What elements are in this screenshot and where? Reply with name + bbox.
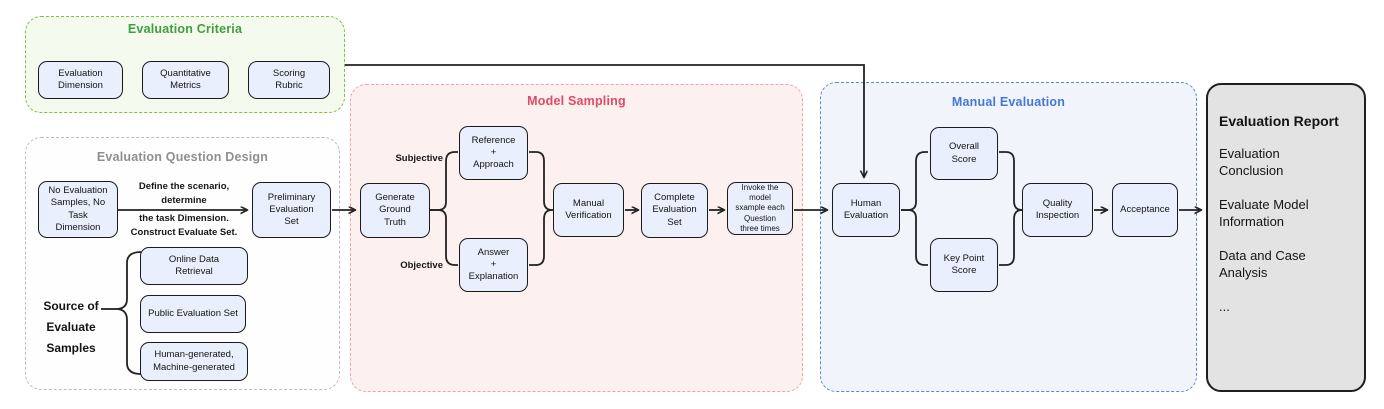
node-generate-ground-truth: Generate Ground Truth bbox=[360, 183, 430, 238]
evaluation-report-title: Evaluation Report bbox=[1219, 113, 1339, 129]
merge-reference-to-verification bbox=[529, 151, 554, 211]
branch-human-to-overall bbox=[901, 151, 928, 211]
node-acceptance: Acceptance bbox=[1112, 183, 1178, 237]
node-public-evaluation-set: Public Evaluation Set bbox=[140, 295, 246, 333]
branch-generate-to-answer bbox=[430, 209, 458, 266]
model-sampling-container bbox=[350, 84, 803, 392]
label-subjective: Subjective bbox=[395, 153, 443, 164]
node-overall-score: Overall Score bbox=[930, 127, 998, 180]
evaluation-question-design-title: Evaluation Question Design bbox=[96, 150, 269, 164]
label-construct-evaluate-set: the task Dimension. Construct Evaluate S… bbox=[130, 213, 238, 238]
node-reference-approach: Reference + Approach bbox=[459, 126, 528, 180]
node-quantitative-metrics: Quantitative Metrics bbox=[142, 61, 229, 99]
branch-human-to-keypoint bbox=[901, 209, 928, 266]
evaluation-report-box: Evaluation Report Evaluation Conclusion … bbox=[1206, 83, 1366, 392]
node-evaluation-dimension: Evaluation Dimension bbox=[38, 61, 123, 99]
model-sampling-title: Model Sampling bbox=[527, 94, 626, 108]
node-preliminary-evaluation-set: Preliminary Evaluation Set bbox=[252, 182, 331, 238]
label-define-scenario: Define the scenario, determine bbox=[138, 181, 230, 206]
node-online-data-retrieval: Online Data Retrieval bbox=[140, 247, 248, 285]
merge-answer-to-verification bbox=[529, 209, 553, 266]
evaluation-criteria-title: Evaluation Criteria bbox=[127, 22, 243, 36]
node-no-evaluation-samples: No Evaluation Samples, No Task Dimension bbox=[38, 181, 118, 238]
label-objective: Objective bbox=[400, 260, 443, 271]
node-human-evaluation: Human Evaluation bbox=[832, 183, 900, 237]
label-source-of-evaluate-samples: Source of Evaluate Samples bbox=[43, 299, 99, 355]
node-complete-evaluation-set: Complete Evaluation Set bbox=[641, 183, 708, 238]
node-invoke-model: Invoke the model sxample each Question t… bbox=[727, 182, 793, 235]
manual-evaluation-title: Manual Evaluation bbox=[951, 95, 1066, 109]
merge-overall-to-quality bbox=[999, 151, 1024, 211]
brace-source-of-samples bbox=[115, 251, 142, 375]
node-human-machine-generated: Human-generated, Machine-generated bbox=[140, 342, 248, 381]
report-item-data-and-case-analysis: Data and Case Analysis bbox=[1219, 248, 1306, 280]
manual-evaluation-container bbox=[820, 82, 1197, 392]
node-answer-explanation: Answer + Explanation bbox=[459, 238, 528, 292]
node-scoring-rubric: Scoring Rubric bbox=[248, 61, 330, 99]
report-item-evaluate-model-information: Evaluate Model Information bbox=[1219, 197, 1309, 229]
report-item-evaluation-conclusion: Evaluation Conclusion bbox=[1219, 146, 1284, 178]
merge-keypoint-to-quality bbox=[999, 209, 1023, 266]
node-manual-verification: Manual Verification bbox=[553, 183, 624, 237]
arrow-criteria-to-human-evaluation bbox=[345, 64, 864, 177]
node-key-point-score: Key Point Score bbox=[930, 238, 998, 292]
report-item-ellipsis: ... bbox=[1219, 299, 1230, 314]
node-quality-inspection: Quality Inspection bbox=[1022, 183, 1093, 237]
